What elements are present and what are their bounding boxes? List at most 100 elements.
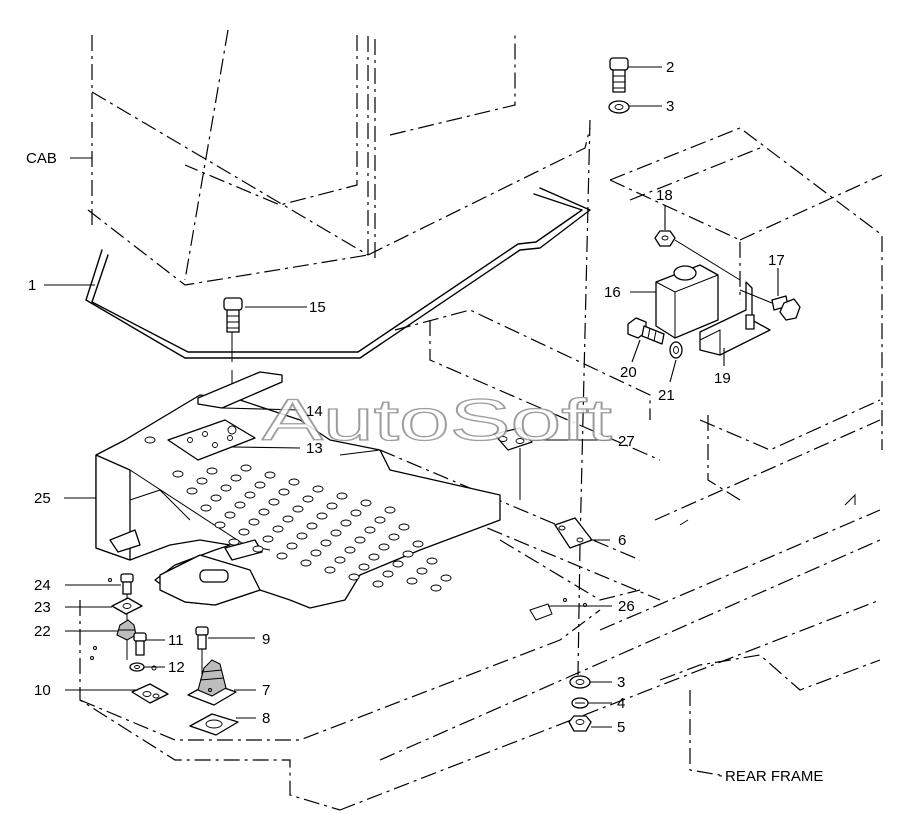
label-17: 17	[768, 252, 785, 269]
label-4: 4	[617, 695, 625, 712]
plate-hole	[262, 535, 274, 543]
plate-hole	[224, 511, 236, 519]
nut-18	[654, 230, 741, 281]
plate-10	[131, 683, 169, 704]
plate-hole	[324, 566, 336, 574]
label-19: 19	[714, 370, 731, 387]
bolt-15	[223, 297, 243, 333]
plate-hole	[292, 505, 304, 513]
bolt-2	[609, 57, 629, 93]
plate-hole	[310, 549, 322, 557]
cab-outline	[87, 29, 591, 286]
plate-hole	[276, 552, 288, 560]
plate-hole	[374, 516, 386, 524]
plate-hole	[296, 532, 308, 540]
plate-hole	[326, 502, 338, 510]
label-cab: CAB	[26, 150, 57, 167]
bracket-19	[699, 281, 771, 356]
plate-hole	[402, 550, 414, 558]
label-25: 25	[34, 490, 51, 507]
plate-hole	[206, 467, 218, 475]
plate-hole	[340, 519, 352, 527]
plate-hole	[320, 539, 332, 547]
part-labels: CAB REAR FRAME 1 2 3 15 14 13 25 18 17 1…	[26, 59, 823, 785]
pad-6	[554, 517, 593, 549]
plate-8	[189, 713, 239, 736]
plate-hole	[240, 464, 252, 472]
label-18: 18	[656, 187, 673, 204]
plate-hole	[358, 563, 370, 571]
plate-hole	[360, 499, 372, 507]
washer-3-bottom	[569, 675, 591, 689]
plate-hole	[214, 521, 226, 529]
leader-lines	[44, 66, 779, 777]
label-3-bottom: 3	[617, 674, 625, 691]
plate-hole	[440, 574, 452, 582]
plate-hole	[220, 484, 232, 492]
floor-plate-holes	[144, 436, 452, 592]
plate-hole	[264, 471, 276, 479]
plate-hole	[268, 498, 280, 506]
bolt-11	[133, 632, 147, 656]
plate-hole	[272, 525, 284, 533]
plate-hole	[426, 557, 438, 565]
plate-hole	[210, 494, 222, 502]
plate-hole	[412, 540, 424, 548]
label-3-top: 3	[666, 98, 674, 115]
plate-hole	[312, 485, 324, 493]
label-26: 26	[618, 598, 635, 615]
bolt-17	[739, 289, 801, 321]
label-15: 15	[309, 299, 326, 316]
rear-frame-outline	[339, 127, 883, 811]
plate-hole	[334, 556, 346, 564]
plate-hole	[200, 504, 212, 512]
label-22: 22	[34, 623, 51, 640]
plate-hole	[330, 529, 342, 537]
label-rear-frame: REAR FRAME	[725, 768, 823, 785]
plate-hole	[430, 584, 442, 592]
plate-hole	[398, 523, 410, 531]
plate-hole	[350, 509, 362, 517]
label-23: 23	[34, 599, 51, 616]
plate-hole	[372, 580, 384, 588]
label-9: 9	[262, 631, 270, 648]
plate-hole	[286, 542, 298, 550]
plate-hole	[300, 559, 312, 567]
label-13: 13	[306, 440, 323, 457]
lock-washer-4	[571, 697, 589, 709]
label-20: 20	[620, 364, 637, 381]
plate-hole	[416, 567, 428, 575]
plate-hole	[384, 506, 396, 514]
plate-hole	[248, 518, 260, 526]
plate-13	[167, 419, 256, 461]
plate-hole	[382, 570, 394, 578]
floor-base-outline	[79, 309, 661, 811]
plate-hole	[378, 543, 390, 551]
rubber-mount-22	[116, 619, 137, 641]
plate-hole	[336, 492, 348, 500]
cab-seal	[85, 187, 591, 359]
label-5: 5	[617, 719, 625, 736]
rubber-mount-7	[187, 659, 237, 706]
label-24: 24	[34, 577, 51, 594]
label-10: 10	[34, 682, 51, 699]
label-12: 12	[168, 659, 185, 676]
washer-21	[669, 341, 683, 359]
plate-hole	[144, 436, 156, 444]
plate-hole	[252, 545, 264, 553]
bolt-9	[195, 626, 209, 650]
plate-hole	[302, 495, 314, 503]
plate-hole	[244, 491, 256, 499]
label-8: 8	[262, 710, 270, 727]
plate-hole	[172, 470, 184, 478]
plate-hole	[238, 528, 250, 536]
plate-hole	[344, 546, 356, 554]
plate-hole	[316, 512, 328, 520]
label-1: 1	[28, 277, 36, 294]
washer-3-top	[608, 100, 630, 114]
label-14: 14	[306, 403, 323, 420]
plate-hole	[278, 488, 290, 496]
plate-hole	[364, 526, 376, 534]
plate-hole	[258, 508, 270, 516]
